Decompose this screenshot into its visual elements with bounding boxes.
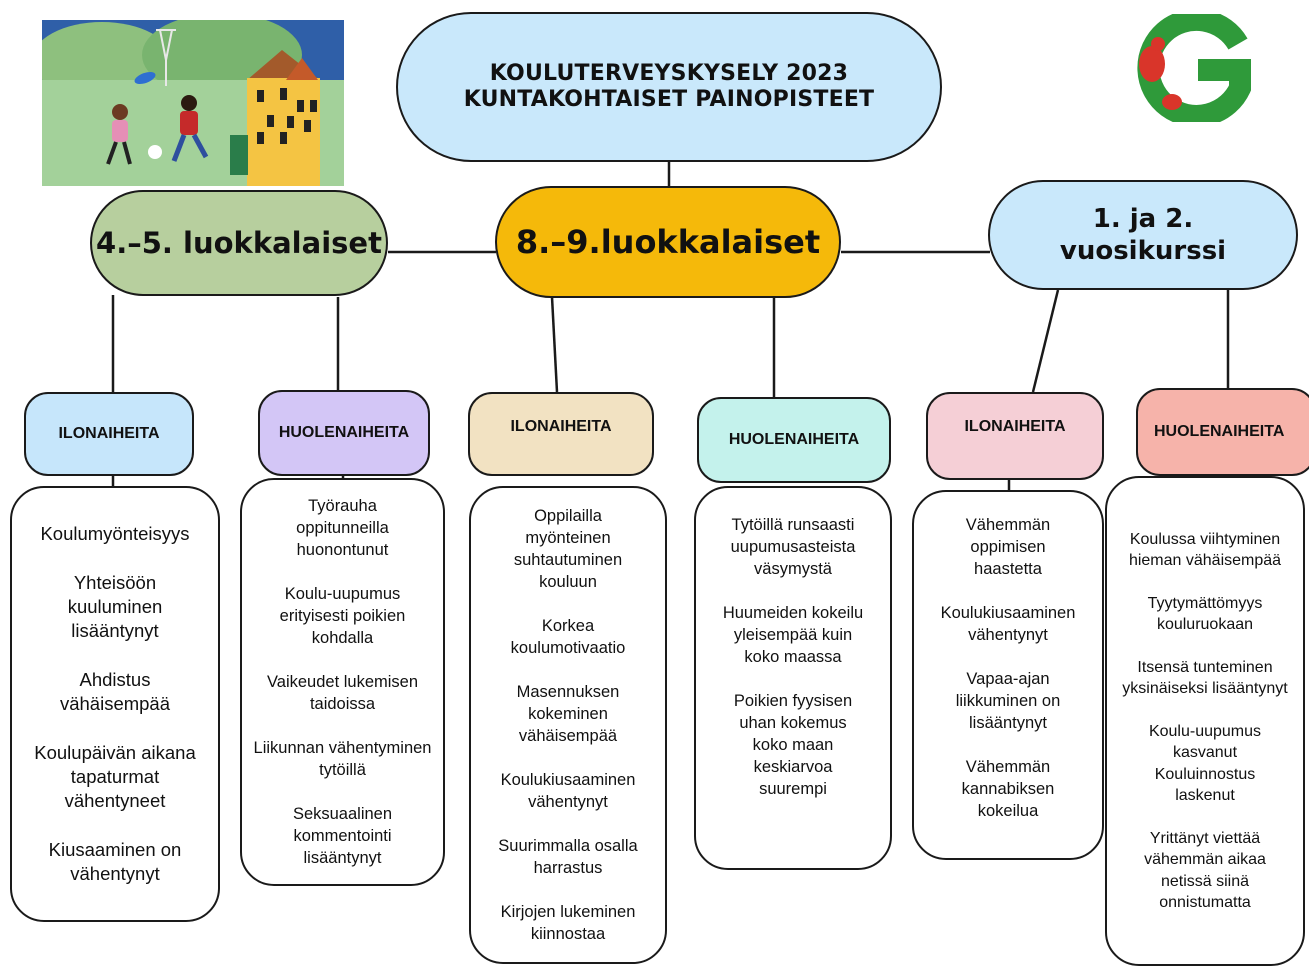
list-item: Kirjojen lukeminen kiinnostaa: [500, 903, 636, 943]
list-item: Seksuaalinen kommentointi lisääntynyt: [292, 805, 393, 867]
list-item: Suurimmalla osalla harrastus: [498, 837, 638, 877]
list-item: Yhteisöön kuuluminen lisääntynyt: [67, 572, 163, 641]
children-playing-illustration: [42, 20, 344, 186]
g89-ilonaiheita-list: Oppilailla myönteinen suhtautuminen koul…: [469, 486, 667, 964]
list-item: Koulu-uupumus kasvanut Kouluinnostus las…: [1148, 722, 1262, 805]
g45-ilonaiheita-list: Koulumyönteisyys Yhteisöön kuuluminen li…: [10, 486, 220, 922]
list-item: Ahdistus vähäisempää: [59, 669, 171, 714]
g45-huolenaiheita-list: Työrauha oppitunneilla huonontunut Koulu…: [240, 478, 445, 886]
diagram-title: KOULUTERVEYSKYSELY 2023 KUNTAKOHTAISET P…: [396, 12, 942, 162]
list-item: Liikunnan vähentyminen tytöillä: [253, 739, 432, 779]
g12-huolenaiheita-label: HUOLENAIHEITA: [1136, 388, 1309, 476]
grade-4-5-node: 4.–5. luokkalaiset: [90, 190, 388, 296]
grade-1-2-node: 1. ja 2. vuosikurssi: [988, 180, 1298, 290]
title-line-2: KUNTAKOHTAISET PAINOPISTEET: [463, 87, 875, 112]
connector-g12-ilo: [1031, 289, 1060, 393]
connector-g89-ilo: [550, 296, 559, 393]
list-item: Vapaa-ajan liikkuminen on lisääntynyt: [955, 670, 1061, 732]
grade-1-2-label-line-1: 1. ja 2.: [1092, 204, 1194, 234]
title-line-1: KOULUTERVEYSKYSELY 2023: [489, 61, 849, 86]
grade-8-9-node: 8.–9.luokkalaiset: [495, 186, 841, 298]
grade-1-2-label-line-2: vuosikurssi: [1059, 236, 1227, 266]
list-item: Vaikeudet lukemisen taidoissa: [266, 673, 419, 713]
g12-huolenaiheita-list: Koulussa viihtyminen hieman vähäisempää …: [1105, 476, 1305, 966]
g12-ilonaiheita-list: Vähemmän oppimisen haastetta Koulukiusaa…: [912, 490, 1104, 860]
list-item: Masennuksen kokeminen vähäisempää: [516, 683, 620, 745]
list-item: Kiusaaminen on vähentynyt: [48, 839, 182, 884]
list-item: Koulukiusaaminen vähentynyt: [500, 771, 636, 811]
g45-huolenaiheita-label: HUOLENAIHEITA: [258, 390, 430, 476]
list-item: Vähemmän oppimisen haastetta: [965, 516, 1051, 578]
list-item: Yrittänyt viettää vähemmän aikaa netissä…: [1144, 829, 1266, 912]
list-item: Oppilailla myönteinen suhtautuminen koul…: [513, 507, 623, 591]
list-item: Koulussa viihtyminen hieman vähäisempää: [1128, 530, 1282, 570]
list-item: Poikien fyysisen uhan kokemus koko maan …: [733, 692, 853, 798]
list-item: Tyytymättömyys kouluruokaan: [1147, 594, 1263, 634]
list-item: Huumeiden kokeilu yleisempää kuin koko m…: [722, 604, 864, 666]
g89-ilonaiheita-label: ILONAIHEITA: [468, 392, 654, 476]
g89-huolenaiheita-list: Tytöillä runsaasti uupumusasteista väsym…: [694, 486, 892, 870]
g45-ilonaiheita-label: ILONAIHEITA: [24, 392, 194, 476]
green-g-squirrel-logo: [1137, 14, 1251, 122]
list-item: Koulu-uupumus erityisesti poikien kohdal…: [279, 585, 406, 647]
list-item: Koulukiusaaminen vähentynyt: [940, 604, 1076, 644]
g12-ilonaiheita-label: ILONAIHEITA: [926, 392, 1104, 480]
list-item: Itsensä tunteminen yksinäiseksi lisäänty…: [1122, 658, 1288, 698]
g89-huolenaiheita-label: HUOLENAIHEITA: [697, 397, 891, 483]
list-item: Vähemmän kannabiksen kokeilua: [961, 758, 1055, 820]
list-item: Työrauha oppitunneilla huonontunut: [296, 497, 389, 559]
list-item: Koulupäivän aikana tapaturmat vähentynee…: [34, 742, 196, 811]
list-item: Tytöillä runsaasti uupumusasteista väsym…: [730, 516, 856, 578]
list-item: Korkea koulumotivaatio: [510, 617, 626, 657]
list-item: Koulumyönteisyys: [40, 523, 190, 544]
